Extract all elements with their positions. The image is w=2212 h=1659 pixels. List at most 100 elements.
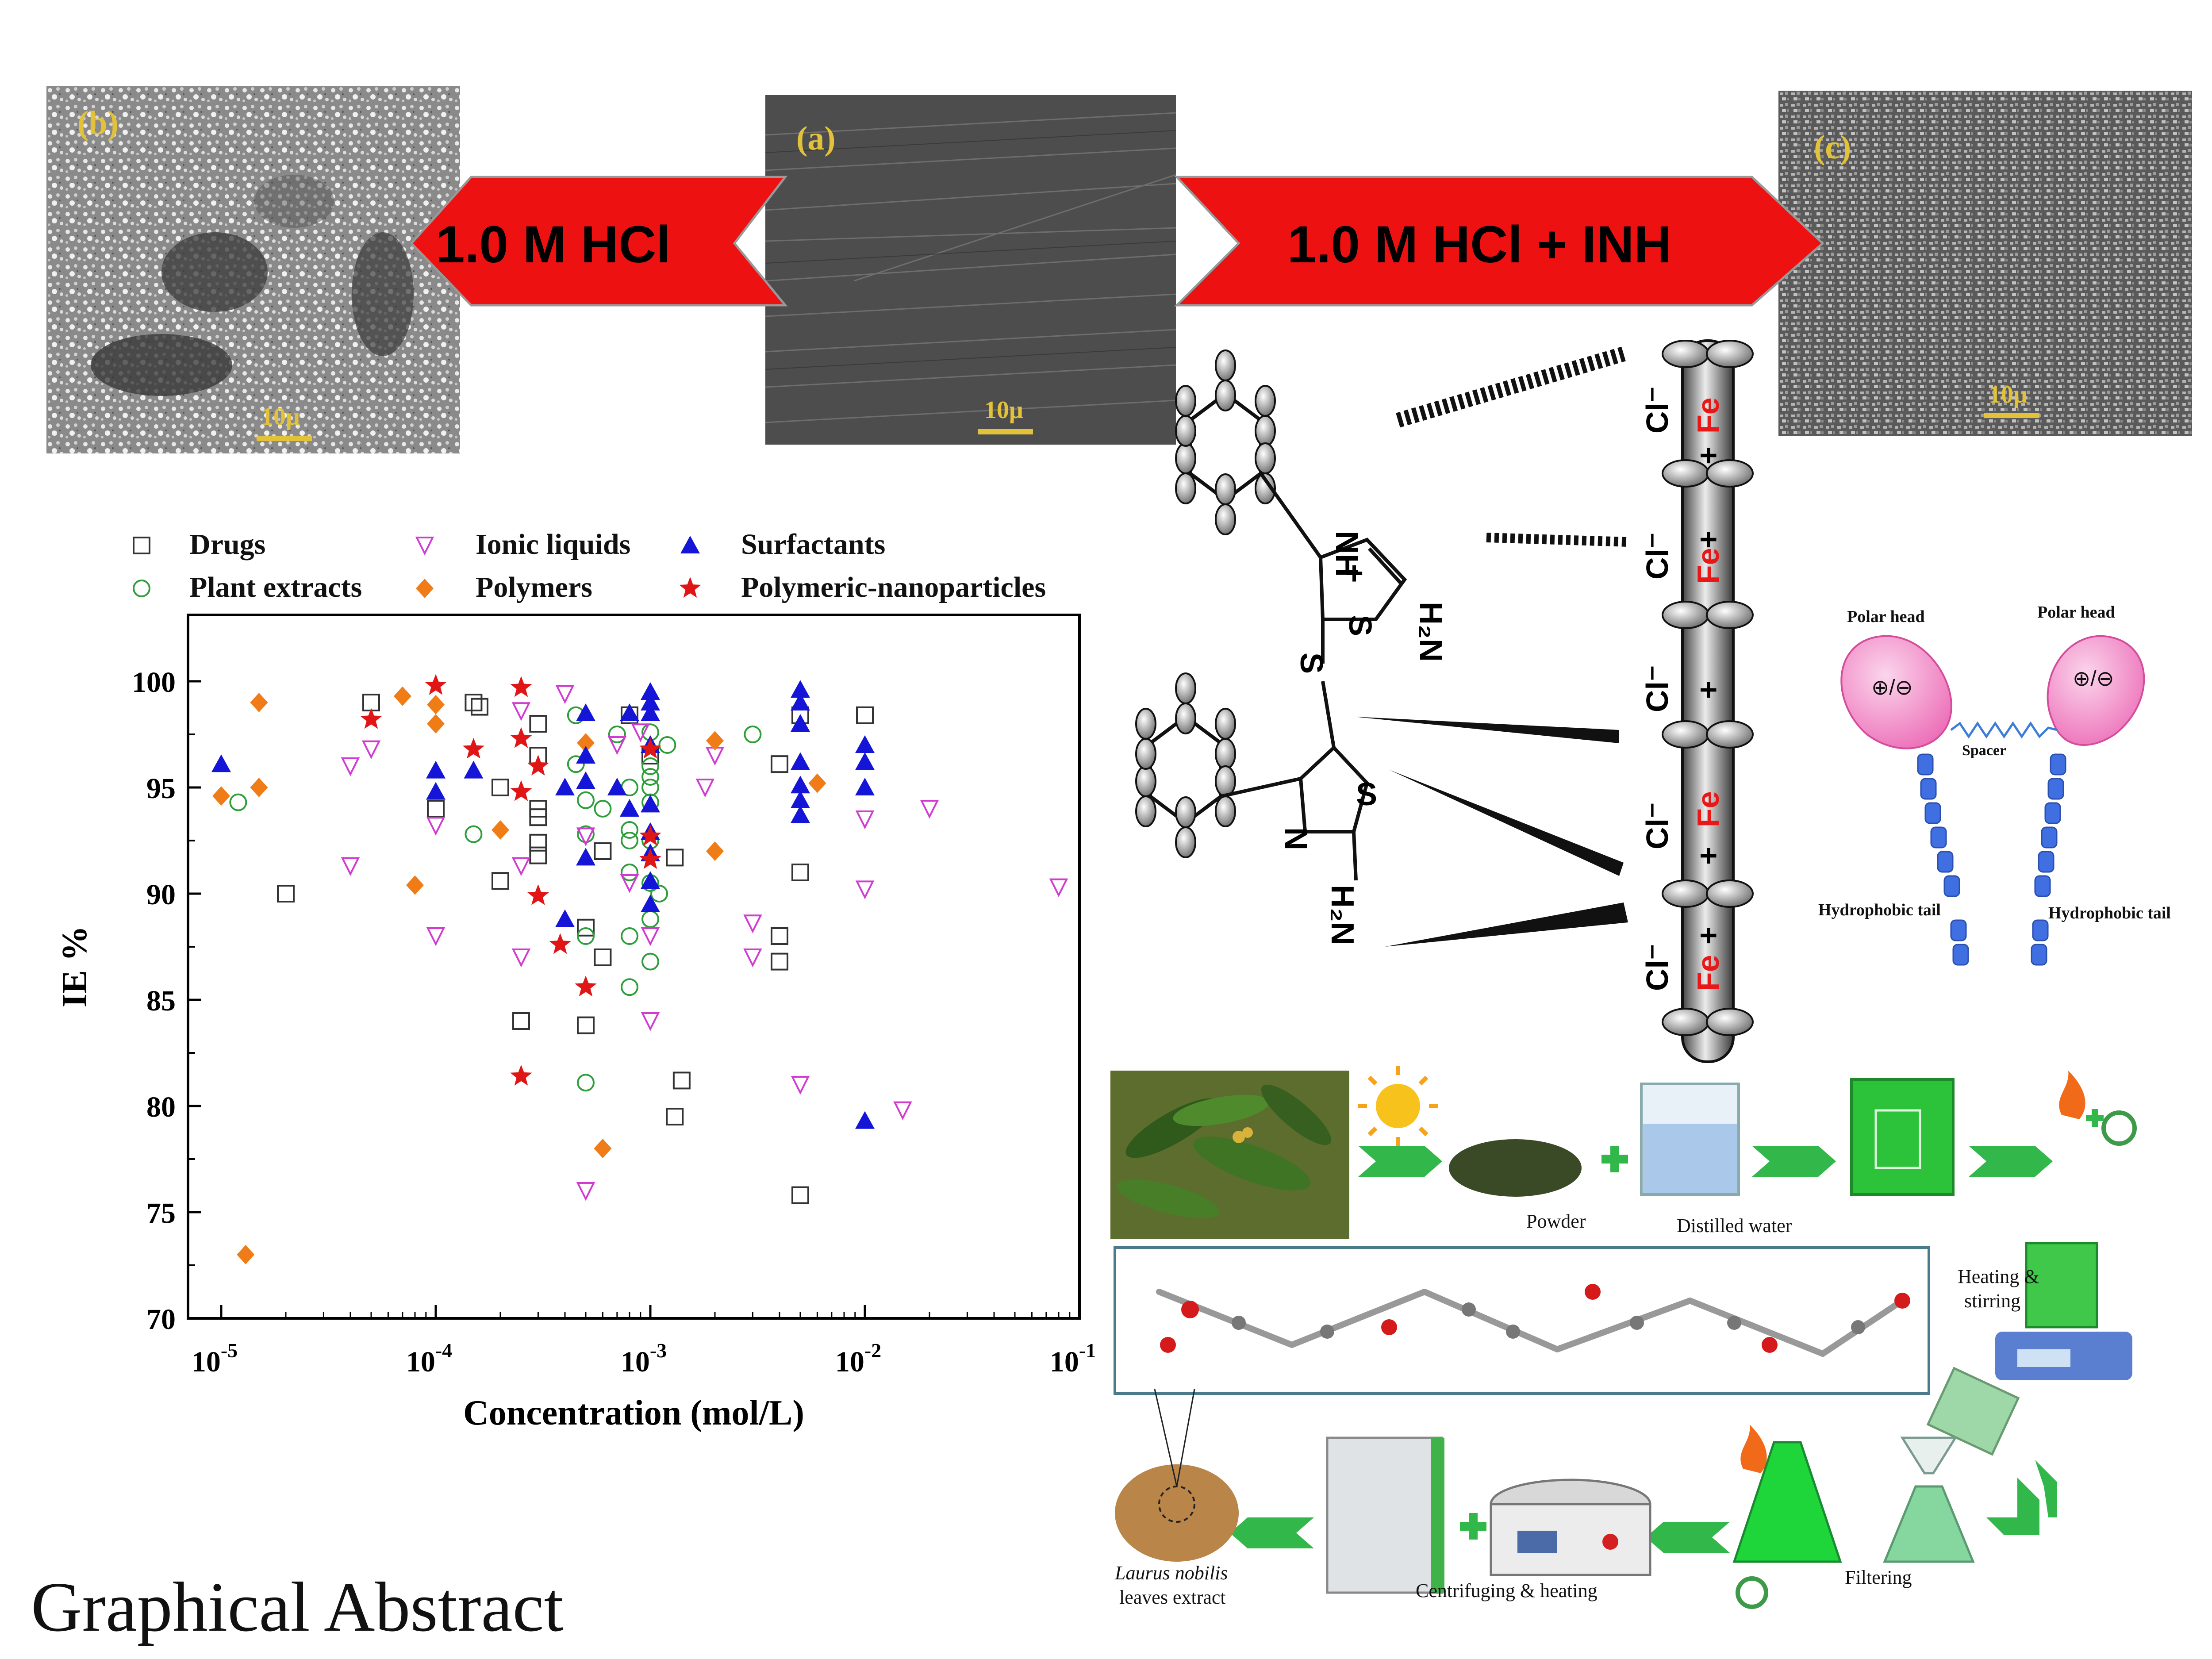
data-point-ionic-liquids [511,702,531,721]
data-point-surfactants [576,848,596,866]
plus-icon [1460,1513,1486,1540]
data-point-drugs [666,1108,684,1125]
legend-label-drugs: Drugs [189,528,266,561]
chevron-down-left-icon [1986,1460,2057,1535]
data-point-ionic-liquids [743,914,762,933]
data-point-drugs [594,949,612,966]
data-point-polymers [406,875,424,895]
tail-right [2031,753,2066,966]
data-point-ionic-liquids [426,817,445,836]
legend-marker-plant-extracts [133,580,150,597]
data-point-polymers [491,820,509,840]
data-point-plant-extracts [744,726,762,743]
chevron-right-icon [1752,1146,1836,1177]
laurus-leaves-photo [1110,1071,1349,1239]
data-point-surfactants [791,693,810,710]
chevron-right-icon [1969,1146,2053,1177]
y-tick-label: 80 [146,1091,176,1123]
data-point-plant-extracts [577,927,595,945]
data-point-plant-extracts [620,978,638,996]
data-point-drugs [276,885,295,902]
upper-nh: NH [1329,531,1364,577]
data-point-drugs [856,706,874,724]
plus-4: + [1691,847,1725,865]
upper-phenyl-orbitals [1175,349,1276,535]
panel-label-b: (b) [77,104,119,142]
sem-image-c: (c) 10μ [1778,91,2192,436]
x-tick-label: 10-4 [406,1339,452,1378]
filter-funnel-flask [1883,1436,1975,1563]
chevron-right-icon [1358,1146,1442,1177]
cl-ion-1: Cl⁻ [1640,386,1674,434]
data-point-polymeric-nanoparticles [360,708,382,729]
extraction-process-diagram [1110,1066,2137,1609]
green-solution-beaker [1850,1078,1955,1196]
data-point-drugs [666,849,684,867]
data-point-plant-extracts [641,757,659,775]
legend-label-polymers: Polymers [476,571,592,603]
cl-ion-5: Cl⁻ [1640,944,1674,991]
spacer-zigzag [1950,721,2058,739]
data-point-ionic-liquids [555,685,575,704]
data-point-polymeric-nanoparticles [510,676,532,697]
arrow-right-shape [1174,176,1824,307]
data-point-drugs [529,808,547,826]
flame-icon [1740,1425,1767,1473]
legend-label-plant-extracts: Plant extracts [189,571,362,603]
fe-ion-3: Fe [1691,791,1725,827]
panel-label-c: (c) [1814,129,1851,166]
data-point-drugs [770,755,788,773]
plus-5: + [1691,926,1725,945]
plus-icon [2086,1109,2104,1127]
molecular-structures-panel [1114,1246,1930,1395]
inh-adsorption-diagram: Cl⁻ Fe + Cl⁻ Fe + Cl⁻ + Cl⁻ Fe + Cl⁻ Fe … [1135,339,1754,1063]
data-point-drugs [470,698,488,716]
data-point-plant-extracts [465,825,483,843]
data-point-plant-extracts [620,864,638,881]
y-tick-label: 90 [146,879,176,911]
data-point-plant-extracts [577,825,595,843]
legend-marker-ionic-liquids [415,537,434,556]
data-point-drugs [577,918,595,937]
data-point-drugs [770,952,788,971]
data-point-drugs [465,694,483,711]
data-point-ionic-liquids [641,1012,660,1031]
data-point-ionic-liquids [1049,878,1068,898]
lower-n: N [1278,827,1313,850]
data-point-plant-extracts [577,791,595,809]
data-point-surfactants [855,778,875,795]
data-point-surfactants [426,782,445,800]
data-point-surfactants [791,805,810,823]
data-point-polymeric-nanoparticles [510,1064,532,1086]
charge-right: ⊕/⊖ [2073,667,2114,691]
data-point-drugs [529,833,547,852]
upper-plus: + [1345,556,1363,591]
scale-label-a: 10μ [984,396,1023,424]
data-point-plant-extracts [658,736,676,754]
data-point-polymers [393,686,411,706]
data-point-polymers [594,1139,612,1158]
data-point-polymers [212,786,230,806]
data-point-ionic-liquids [576,1182,595,1201]
data-point-polymers [577,733,595,753]
y-tick-label: 95 [146,772,176,805]
data-point-surfactants [641,682,660,700]
data-point-polymeric-nanoparticles [575,975,597,997]
sun-icon [1358,1066,1438,1146]
data-point-polymeric-nanoparticles [510,727,532,748]
drying-oven [1326,1436,1444,1594]
data-point-surfactants [641,703,660,721]
data-point-drugs [427,800,445,818]
data-point-ionic-liquids [791,1076,810,1095]
data-point-ionic-liquids [341,857,360,876]
data-point-ionic-liquids [511,949,531,968]
data-point-surfactants [576,771,596,789]
data-point-drugs [672,1071,691,1090]
centrifuge [1490,1479,1651,1576]
data-point-surfactants [641,871,660,889]
stir-arrow-icon [2101,1110,2137,1146]
extract-label-1: Laurus nobilis [1115,1562,1228,1584]
stir-arrow-icon [1736,1576,1768,1609]
x-tick-label: 10-3 [621,1339,667,1378]
lower-phenyl-orbitals [1135,672,1236,858]
